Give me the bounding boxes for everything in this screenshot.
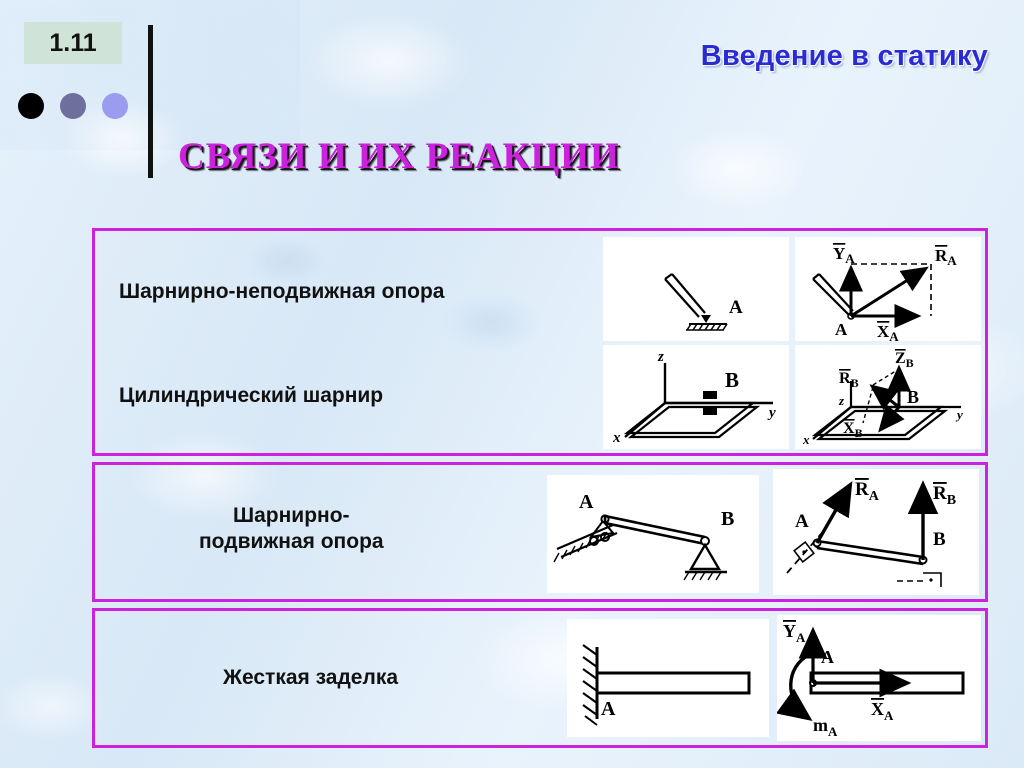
axis-label-z: z [657,349,664,365]
axis-label-y: y [955,407,963,422]
axis-label-x: x [802,432,810,447]
panel-cylindrical-hinge-reactions: ZB RB XB B z y x [795,345,981,449]
vector-label-ra: R [855,479,869,500]
vector-label-rb: R [839,370,851,387]
vector-label-xb: X [843,420,855,437]
point-label-a: A [795,511,809,532]
section-box-roller-support: Шарнирно- подвижная опора [92,462,988,602]
slide-number-text: 1.11 [49,28,97,57]
decorative-dots [18,93,128,119]
point-label-a: A [579,491,594,513]
label-fixed-end: Жесткая заделка [223,666,399,689]
svg-text:XB: XB [843,420,863,440]
dot-slate-purple-icon [60,93,86,119]
svg-text:XA: XA [877,322,899,341]
svg-text:YA: YA [783,621,806,645]
point-label-b: B [933,529,946,550]
vector-label-ya: Y [783,621,796,641]
panel-cylindrical-hinge-scheme: z y x B [603,345,789,449]
axis-label-x: x [612,430,621,446]
svg-text:mA: mA [813,715,838,739]
section-box-fixed-hinge: Шарнирно-неподвижная опора Цилиндрически… [92,228,988,456]
svg-text:RA: RA [935,246,957,268]
vector-label-ya: Y [833,244,845,263]
vector-label-ra: R [935,246,948,265]
svg-text:RA: RA [855,479,880,504]
point-label-b: B [907,387,919,407]
vector-label-xa: X [871,699,884,719]
header-vertical-rule [148,25,153,178]
dot-black-icon [18,93,44,119]
point-label-b: B [721,508,734,530]
panel-cantilever-reactions: YA XA mA A [777,615,981,741]
label-pinned-support: Шарнирно-неподвижная опора [119,280,445,303]
svg-text:XA: XA [871,699,894,723]
section-box-fixed-end: Жесткая заделка A [92,608,988,748]
header-subject-title: Введение в статику [700,40,988,72]
page-title: СВЯЗИ И ИХ РЕАКЦИИ [178,136,620,177]
point-label-a: A [821,647,834,667]
svg-text:YA: YA [833,244,855,266]
panel-roller-beam-reactions: RA RB A B [773,469,979,595]
slide-number-badge: 1.11 [24,22,122,64]
svg-text:ZB: ZB [895,350,914,370]
vector-label-ma: m [813,715,828,735]
axis-label-z: z [838,393,845,408]
vector-label-rb: R [933,483,947,504]
point-label-b: B [725,368,739,392]
svg-text:RB: RB [933,483,956,508]
label-cylindrical-hinge: Цилиндрический шарнир [119,384,384,407]
svg-text:RB: RB [839,370,859,390]
panel-roller-beam-scheme: A B [547,475,759,593]
point-label-a: A [835,320,848,339]
point-label-a: A [601,698,616,720]
point-label-a: A [729,297,743,318]
axis-label-y: y [767,405,776,421]
label-roller-support: Шарнирно- подвижная опора [199,504,384,553]
vector-label-zb: Z [895,350,906,367]
panel-pinned-support-reactions: YA XA RA A [795,237,981,341]
dot-light-purple-icon [102,93,128,119]
panel-pinned-support-scheme: A [603,237,789,341]
vector-label-xa: X [877,322,890,341]
panel-cantilever-scheme: A [567,619,769,737]
